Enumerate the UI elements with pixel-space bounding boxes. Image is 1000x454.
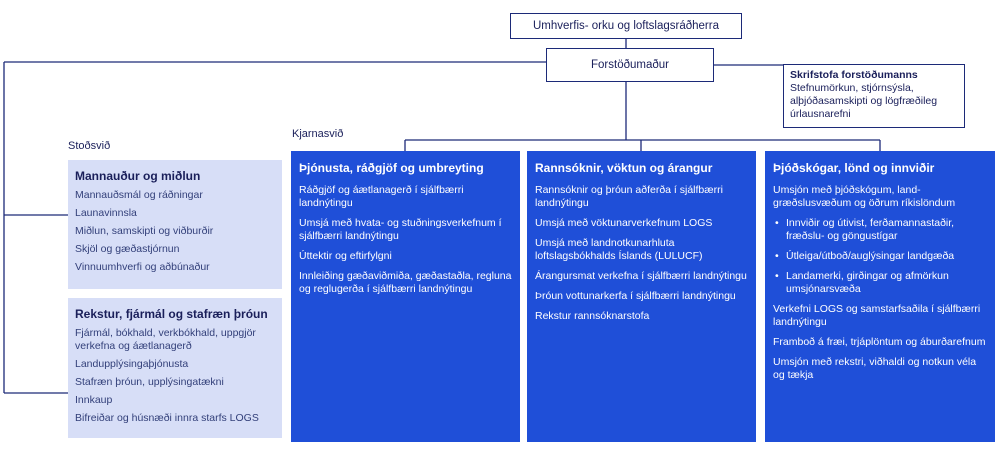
core-bullet-item: Innviðir og útivist, ferðamannastaðir, f… xyxy=(773,217,987,243)
support-item: Miðlun, samskipti og viðburðir xyxy=(75,225,214,237)
support-item: Skjöl og gæðastjórnun xyxy=(75,243,180,255)
director-box: Forstöðumaður xyxy=(546,48,714,82)
support-item: Bifreiðar og húsnæði innra starfs LOGS xyxy=(75,412,259,424)
core-item: Úttektir og eftirfylgni xyxy=(299,250,392,262)
core-item: Umsjá með landnotkunarhluta loftslagsbók… xyxy=(535,237,703,262)
core-box-title: Þjónusta, ráðgjöf og umbreyting xyxy=(299,161,484,175)
core-item: Umsjón með rekstri, viðhaldi og notkun v… xyxy=(773,356,977,381)
core-item: Framboð á fræi, trjáplöntum og áburðaref… xyxy=(773,336,986,348)
office-description: Stefnumörkun, stjórnsýsla, alþjóðasamski… xyxy=(790,82,938,120)
core-box-title: Rannsóknir, vöktun og árangur xyxy=(535,161,713,175)
support-item: Innkaup xyxy=(75,394,113,406)
support-item: Mannauðsmál og ráðningar xyxy=(75,189,203,201)
core-item: Innleiðing gæðaviðmiða, gæðastaðla, regl… xyxy=(299,270,512,295)
office-title: Skrifstofa forstöðumanns xyxy=(790,69,918,81)
core-box-national-forests: Þjóðskógar, lönd og innviðir Umsjón með … xyxy=(765,151,995,442)
support-item: Stafræn þróun, upplýsingatækni xyxy=(75,376,224,388)
core-item: Rekstur rannsóknarstofa xyxy=(535,310,650,322)
ministry-label: Umhverfis- orku og loftslagsráðherra xyxy=(533,20,719,32)
core-item: Ráðgjöf og áætlanagerð í sjálfbærri land… xyxy=(299,184,464,209)
core-box-title: Þjóðskógar, lönd og innviðir xyxy=(773,161,935,175)
support-item: Landupplýsingaþjónusta xyxy=(75,358,189,370)
core-item: Árangursmat verkefna í sjálfbærri landný… xyxy=(535,270,747,282)
support-box-hr-communications: Mannauður og miðlun Mannauðsmál og ráðni… xyxy=(68,160,282,289)
core-item: Þróun vottunarkerfa í sjálfbærri landnýt… xyxy=(535,290,736,302)
core-item: Rannsóknir og þróun aðferða í sjálfbærri… xyxy=(535,184,723,209)
support-section-label: Stoðsvið xyxy=(68,140,111,152)
director-label: Forstöðumaður xyxy=(591,59,669,71)
core-item: Umsjá með hvata- og stuðningsverkefnum í… xyxy=(299,217,502,242)
core-bullet-item: Landamerki, girðingar og afmörkun umsjón… xyxy=(773,270,987,296)
support-item: Vinnuumhverfi og aðbúnaður xyxy=(75,261,210,273)
core-item: Umsjá með vöktunarverkefnum LOGS xyxy=(535,217,713,229)
director-office-box: Skrifstofa forstöðumanns Stefnumörkun, s… xyxy=(783,64,965,128)
support-box-operations-finance: Rekstur, fjármál og stafræn þróun Fjármá… xyxy=(68,298,282,438)
ministry-box: Umhverfis- orku og loftslagsráðherra xyxy=(510,13,742,39)
support-item: Launavinnsla xyxy=(75,207,137,219)
core-bullet-item: Útleiga/útboð/auglýsingar landgæða xyxy=(773,250,987,263)
core-box-service-advisory: Þjónusta, ráðgjöf og umbreyting Ráðgjöf … xyxy=(291,151,520,442)
core-intro: Umsjón með þjóðskógum, land-græðslusvæðu… xyxy=(773,184,956,209)
core-section-label: Kjarnasvið xyxy=(292,128,344,140)
core-item: Verkefni LOGS og samstarfsaðila í sjálfb… xyxy=(773,303,981,328)
support-box-title: Rekstur, fjármál og stafræn þróun xyxy=(75,307,268,321)
core-box-research-monitoring: Rannsóknir, vöktun og árangur Rannsóknir… xyxy=(527,151,756,442)
support-box-title: Mannauður og miðlun xyxy=(75,169,201,183)
support-item: Fjármál, bókhald, verkbókhald, uppgjör v… xyxy=(75,327,256,352)
